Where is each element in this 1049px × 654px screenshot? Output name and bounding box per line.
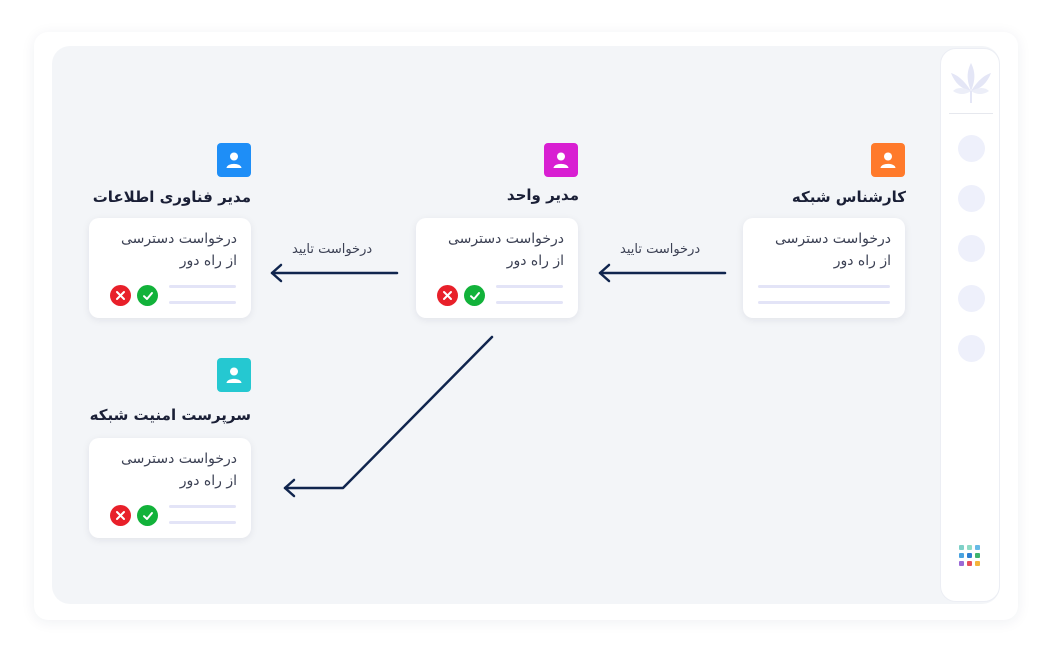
sidebar-item-2[interactable]	[958, 185, 985, 212]
approve-button[interactable]	[137, 285, 158, 306]
sidebar	[940, 48, 1000, 602]
sidebar-item-5[interactable]	[958, 335, 985, 362]
user-icon	[217, 143, 251, 177]
reject-button[interactable]	[110, 505, 131, 526]
arrow-unit-to-security	[283, 335, 494, 498]
card-placeholder-line	[169, 301, 236, 304]
sidebar-item-1[interactable]	[958, 135, 985, 162]
card-placeholder-line	[496, 301, 563, 304]
card-placeholder-line	[169, 505, 236, 508]
apps-grid-icon[interactable]	[959, 545, 985, 571]
sidebar-divider	[949, 113, 993, 114]
user-icon	[871, 143, 905, 177]
card-text: درخواست دسترسی از راه دور	[120, 231, 237, 269]
arrow-expert-to-unit	[598, 263, 727, 283]
close-icon	[443, 291, 452, 300]
node-title-it-manager: مدیر فناوری اطلاعات	[92, 188, 251, 206]
user-icon	[544, 143, 578, 177]
card-placeholder-line	[496, 285, 563, 288]
request-card-security-supervisor[interactable]: درخواست دسترسی از راه دور	[89, 438, 251, 538]
close-icon	[116, 511, 125, 520]
reject-button[interactable]	[110, 285, 131, 306]
check-icon	[142, 511, 153, 520]
request-card-unit-manager[interactable]: درخواست دسترسی از راه دور	[416, 218, 578, 318]
card-text: درخواست دسترسی از راه دور	[447, 231, 564, 269]
close-icon	[116, 291, 125, 300]
user-icon	[217, 358, 251, 392]
card-placeholder-line	[169, 285, 236, 288]
edge-label-expert-to-unit: درخواست تایید	[620, 242, 701, 257]
card-placeholder-line	[758, 301, 890, 304]
leaf-logo-icon	[949, 57, 993, 107]
request-card-network-expert[interactable]: درخواست دسترسی از راه دور	[743, 218, 905, 318]
card-text: درخواست دسترسی از راه دور	[120, 451, 237, 489]
sidebar-item-3[interactable]	[958, 235, 985, 262]
reject-button[interactable]	[437, 285, 458, 306]
approve-button[interactable]	[464, 285, 485, 306]
request-card-it-manager[interactable]: درخواست دسترسی از راه دور	[89, 218, 251, 318]
card-placeholder-line	[758, 285, 890, 288]
sidebar-item-4[interactable]	[958, 285, 985, 312]
edge-label-unit-to-it: درخواست تایید	[292, 242, 373, 257]
node-title-network-expert: کارشناس شبکه	[791, 188, 906, 206]
node-title-security-supervisor: سرپرست امنیت شبکه	[89, 406, 251, 424]
card-placeholder-line	[169, 521, 236, 524]
check-icon	[469, 291, 480, 300]
approve-button[interactable]	[137, 505, 158, 526]
node-title-unit-manager: مدیر واحد	[506, 186, 579, 204]
card-text: درخواست دسترسی از راه دور	[774, 231, 891, 269]
check-icon	[142, 291, 153, 300]
arrow-unit-to-it	[270, 263, 399, 283]
